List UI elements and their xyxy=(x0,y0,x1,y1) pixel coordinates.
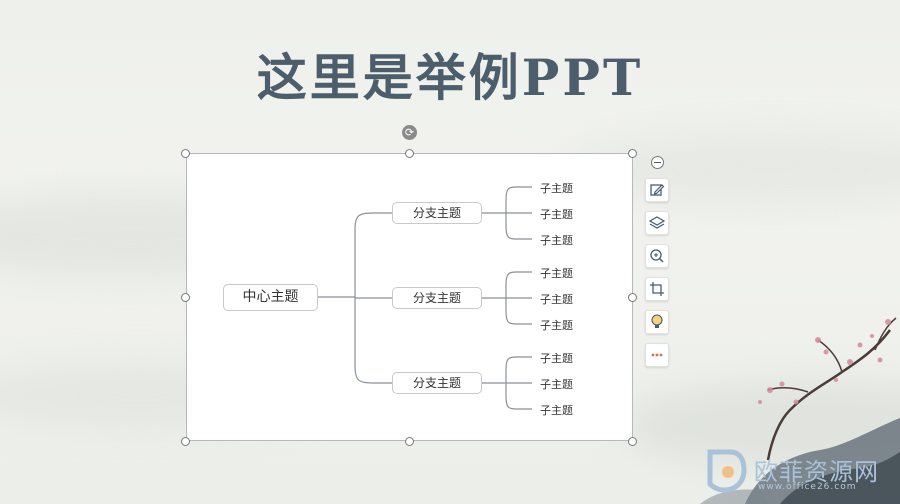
resize-handle-top-left[interactable] xyxy=(181,149,190,158)
branch-topic[interactable]: 分支主题 xyxy=(392,287,482,309)
layers-icon xyxy=(648,216,666,229)
subtopic[interactable]: 子主题 xyxy=(540,352,573,365)
collapse-icon[interactable] xyxy=(651,156,664,169)
connector xyxy=(354,364,392,384)
subtopic[interactable]: 子主题 xyxy=(540,267,573,280)
slide-title[interactable]: 这里是举例PPT xyxy=(256,48,644,107)
watermark-url: www.office26.com xyxy=(758,482,857,492)
watermark-logo-icon xyxy=(707,449,747,493)
subtopic[interactable]: 子主题 xyxy=(540,234,573,247)
central-topic[interactable]: 中心主题 xyxy=(223,284,318,311)
edit-button[interactable] xyxy=(645,178,669,202)
idea-button[interactable] xyxy=(645,310,669,334)
connector xyxy=(354,212,392,231)
resize-handle-bottom-right[interactable] xyxy=(628,437,637,446)
layers-button[interactable] xyxy=(645,211,669,235)
resize-handle-top-right[interactable] xyxy=(628,149,637,158)
resize-handle-left[interactable] xyxy=(181,293,190,302)
crop-button[interactable] xyxy=(645,277,669,301)
resize-handle-bottom-left[interactable] xyxy=(181,437,190,446)
subtopic[interactable]: 子主题 xyxy=(540,208,573,221)
subtopic[interactable]: 子主题 xyxy=(540,378,573,391)
branch-topic[interactable]: 分支主题 xyxy=(392,202,482,224)
edit-icon xyxy=(650,184,665,196)
more-icon xyxy=(651,353,663,357)
crop-icon xyxy=(650,282,664,296)
branch-topic[interactable]: 分支主题 xyxy=(392,372,482,394)
rotate-handle-icon[interactable]: ⟳ xyxy=(402,125,417,140)
zoom-button[interactable] xyxy=(645,244,669,268)
zoom-in-icon xyxy=(650,249,664,263)
more-button[interactable] xyxy=(645,343,669,367)
subtopic[interactable]: 子主题 xyxy=(540,182,573,195)
watermark: 欧菲资源网 www.office26.com xyxy=(700,446,890,496)
resize-handle-bottom[interactable] xyxy=(405,437,414,446)
subtopic[interactable]: 子主题 xyxy=(540,404,573,417)
subtopic[interactable]: 子主题 xyxy=(540,293,573,306)
lightbulb-icon xyxy=(651,314,663,328)
resize-handle-top[interactable] xyxy=(405,149,414,158)
watermark-text: 欧菲资源网 xyxy=(754,458,879,486)
resize-handle-right[interactable] xyxy=(628,293,637,302)
subtopic[interactable]: 子主题 xyxy=(540,319,573,332)
